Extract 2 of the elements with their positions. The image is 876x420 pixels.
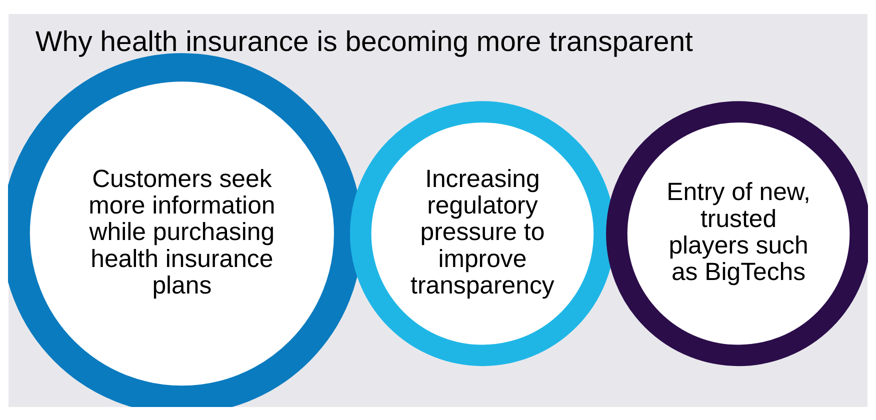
node-circle: Entry of new, trusted players such as BigTechs <box>606 100 868 366</box>
diagram-title: Why health insurance is becoming more transparent <box>35 25 693 58</box>
